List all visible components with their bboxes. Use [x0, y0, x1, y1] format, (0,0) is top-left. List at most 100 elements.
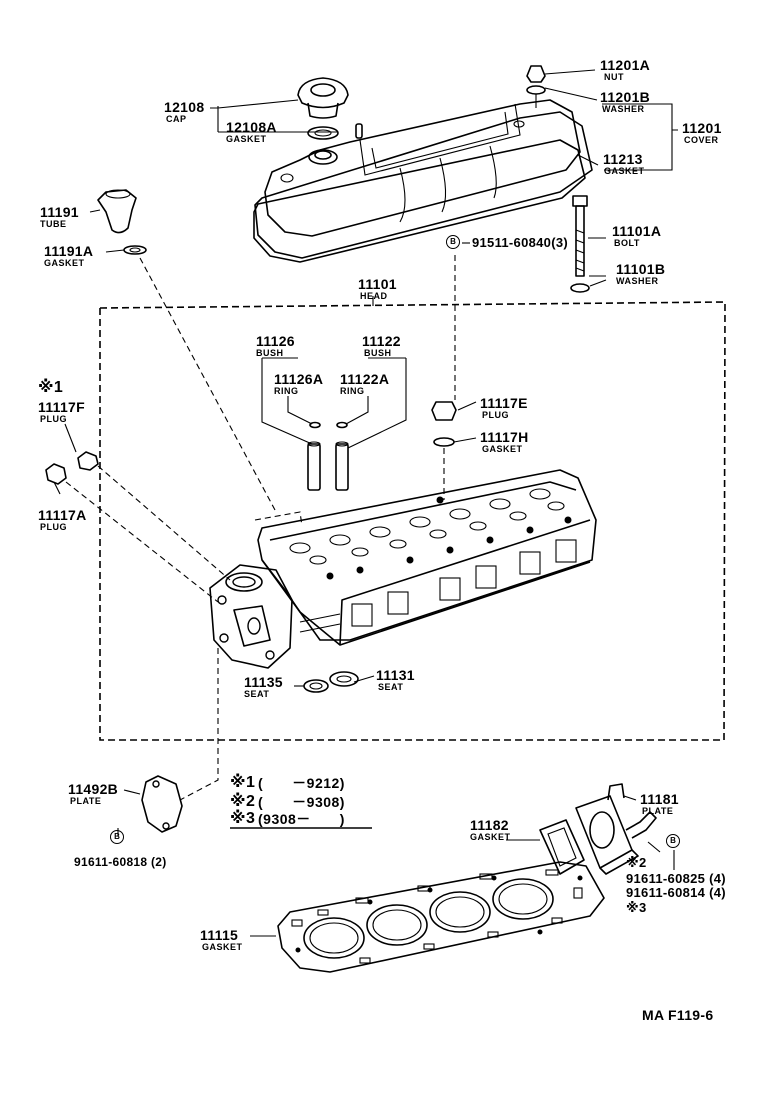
oil-filler-cap	[297, 77, 349, 119]
label-91611b-mark: ※2	[626, 855, 647, 870]
label-11115-name: GASKET	[202, 942, 243, 952]
label-11182-name: GASKET	[470, 832, 511, 842]
label-12108A-name: GASKET	[226, 134, 267, 144]
label-91611a-num: 91611-60818 (2)	[74, 855, 167, 869]
label-91611b-num2: 91611-60814 (4)	[626, 885, 726, 900]
tube-dash-line-2	[254, 511, 303, 527]
seat-11131-inner	[336, 675, 352, 683]
plug-11117A	[45, 463, 67, 485]
label-11181-num: 11181	[640, 791, 679, 807]
label-11191A-name: GASKET	[44, 258, 85, 268]
seat-11135	[303, 679, 329, 693]
seat-11135-inner	[309, 682, 323, 690]
label-11126-num: 11126	[256, 333, 295, 349]
label-91611b-mark2: ※3	[626, 900, 647, 915]
plug-11117F	[77, 451, 99, 471]
label-12108-num: 12108	[164, 99, 205, 115]
label-11122-num: 11122	[362, 333, 401, 349]
bolt-marker-91511: B	[446, 235, 460, 249]
label-11122-name: BUSH	[364, 348, 392, 358]
label-11101-num: 11101	[358, 276, 397, 292]
label-11101A-name: BOLT	[614, 238, 640, 248]
label-11191-num: 11191	[40, 204, 79, 220]
bolt-marker-91611b: B	[666, 834, 680, 848]
plug-11117E	[431, 401, 457, 421]
label-11117H-num: 11117H	[480, 429, 529, 445]
legend-range-1: ( －9212)	[258, 775, 345, 791]
plate-dash-line	[179, 648, 219, 801]
valve-bush-11122	[335, 441, 349, 491]
label-11201B-name: WASHER	[602, 104, 645, 114]
tube-gasket	[123, 245, 147, 255]
label-11122A-num: 11122A	[340, 371, 390, 387]
label-11117E-num: 11117E	[480, 395, 528, 411]
label-11131-name: SEAT	[378, 682, 404, 692]
valve-bush-11126	[307, 441, 321, 491]
cover-gasket	[253, 139, 586, 263]
label-11182-num: 11182	[470, 817, 509, 833]
label-11191-name: TUBE	[40, 219, 67, 229]
legend-mark-1: ※1	[230, 774, 256, 791]
label-11117A-num: 11117A	[38, 507, 87, 523]
plug-a-dash-line	[65, 481, 219, 603]
head-bolt	[572, 195, 588, 277]
gasket-11182	[539, 819, 585, 875]
label-11101-name: HEAD	[360, 291, 388, 301]
legend-range-2: ( －9308)	[258, 794, 345, 810]
label-11115-num: 11115	[200, 927, 239, 943]
label-11117F-name: PLUG	[40, 414, 68, 424]
label-11117E-name: PLUG	[482, 410, 510, 420]
label-11126A-num: 11126A	[274, 371, 324, 387]
plate-11181	[575, 783, 657, 875]
bolt-washer	[570, 283, 590, 293]
ring-11122A	[336, 421, 348, 429]
label-11126-name: BUSH	[256, 348, 284, 358]
label-11201A-name: NUT	[604, 72, 624, 82]
breather-tube	[97, 189, 137, 234]
leader-lines	[53, 69, 678, 937]
label-11201-name: COVER	[684, 135, 719, 145]
label-11101B-num: 11101B	[616, 261, 666, 277]
label-11122A-name: RING	[340, 386, 365, 396]
cover-nut	[526, 65, 546, 108]
legend-mark-2: ※2	[230, 793, 256, 810]
label-91511-num: 91511-60840(3)	[472, 235, 568, 250]
cylinder-head	[209, 469, 597, 669]
label-11492B-name: PLATE	[70, 796, 102, 806]
legend-mark-3: ※3	[230, 810, 256, 827]
head-assembly-boundary	[99, 301, 726, 741]
label-11117F-mark: ※1	[38, 379, 64, 396]
label-11201B-num: 11201B	[600, 89, 651, 105]
label-11117A-name: PLUG	[40, 522, 68, 532]
label-11191A-num: 11191A	[44, 243, 94, 259]
label-11201A-num: 11201A	[600, 57, 651, 73]
legend-range-3: (9308－ )	[258, 811, 345, 827]
label-11131-num: 11131	[376, 667, 415, 683]
label-11492B-num: 11492B	[68, 781, 119, 797]
seat-11131	[329, 671, 359, 687]
head-gasket-11115	[277, 861, 605, 973]
label-11181-name: PLATE	[642, 806, 674, 816]
label-11135-num: 11135	[244, 674, 283, 690]
plug-f-dash-line	[97, 465, 231, 581]
cap-gasket	[307, 126, 339, 140]
label-11135-name: SEAT	[244, 689, 270, 699]
label-11117H-name: GASKET	[482, 444, 523, 454]
ring-11126A	[309, 421, 321, 429]
label-12108A-num: 12108A	[226, 119, 277, 135]
label-11213-num: 11213	[603, 151, 643, 167]
bolt-marker-91611a: B	[110, 830, 124, 844]
label-11101A-num: 11101A	[612, 223, 662, 239]
label-11126A-name: RING	[274, 386, 299, 396]
label-11213-name: GASKET	[604, 166, 645, 176]
footer-code: MA F119-6	[642, 1007, 714, 1023]
label-91611b-num1: 91611-60825 (4)	[626, 871, 726, 886]
label-11201-num: 11201	[682, 120, 722, 136]
valve-cover	[254, 99, 593, 259]
label-11117F-num: 11117F	[38, 399, 85, 415]
tube-dash-line	[139, 257, 276, 511]
gasket-11117H	[433, 437, 455, 447]
label-12108-name: CAP	[166, 114, 187, 124]
label-11101B-name: WASHER	[616, 276, 659, 286]
